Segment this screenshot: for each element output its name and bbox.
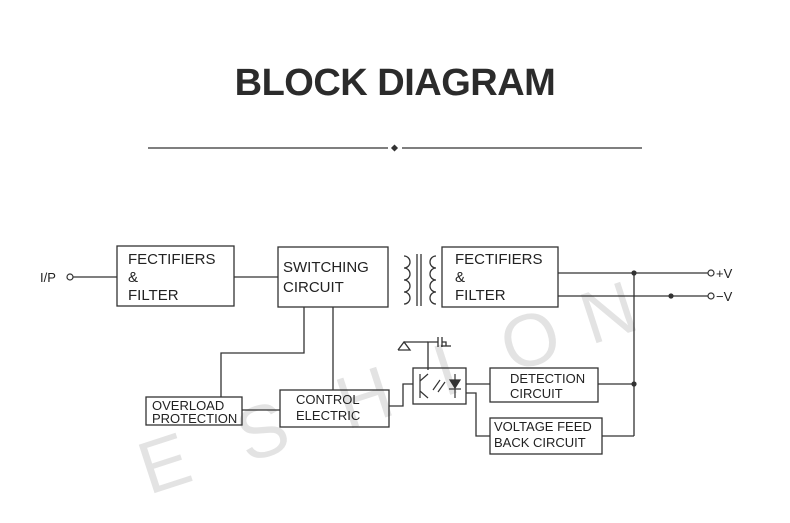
rectifier-out-label-3: FILTER: [455, 287, 506, 304]
rectifier-in-label-1: FECTIFIERS: [128, 251, 216, 268]
watermark-letter: S: [226, 384, 299, 478]
switching-label-1: SWITCHING: [283, 259, 369, 276]
rectifier-out-box: [441, 246, 559, 308]
input-terminal: [66, 273, 74, 281]
watermark-letter: N: [570, 265, 646, 360]
terminals: [66, 269, 715, 300]
feedback-box: [489, 417, 603, 455]
block-labels: FECTIFIERS & FILTER SWITCHING CIRCUIT FE…: [128, 251, 592, 450]
pos-terminal: [707, 269, 715, 277]
detection-label-1: DETECTION: [510, 371, 585, 386]
neg-output-label: −V: [716, 289, 733, 304]
terminal-labels: I/P +V −V: [40, 266, 733, 304]
detection-box: [489, 367, 599, 403]
input-label: I/P: [40, 270, 56, 285]
watermark-letter: I: [423, 327, 468, 412]
junction-dots: [631, 270, 674, 387]
switching-box: [277, 246, 389, 308]
neg-terminal: [707, 292, 715, 300]
detection-label-2: CIRCUIT: [510, 386, 563, 401]
control-label-1: CONTROL: [296, 392, 360, 407]
rectifier-in-box: [116, 245, 235, 307]
optocoupler-box: [412, 367, 467, 405]
watermark-letter: E: [128, 416, 201, 510]
rectifier-in-label-2: &: [128, 269, 138, 286]
optocoupler-icon: [419, 373, 462, 399]
switching-label-2: CIRCUIT: [283, 279, 344, 296]
page-title: BLOCK DIAGRAM: [234, 62, 556, 104]
rectifier-out-label-1: FECTIFIERS: [455, 251, 543, 268]
feedback-label-1: VOLTAGE FEED: [494, 419, 592, 434]
rectifier-out-label-2: &: [455, 269, 465, 286]
overload-box: [145, 396, 243, 426]
divider-diamond: [390, 144, 399, 152]
pos-output-label: +V: [716, 266, 733, 281]
control-label-2: ELECTRIC: [296, 408, 360, 423]
boxes: [116, 245, 603, 455]
transformer-icon: [403, 254, 437, 306]
overload-label-2: PROTECTION: [152, 411, 237, 426]
rectifier-in-label-3: FILTER: [128, 287, 179, 304]
control-box: [279, 389, 390, 428]
overload-label-1: OVERLOAD: [152, 398, 224, 413]
watermark: E S H I O N: [128, 265, 646, 510]
feedback-label-2: BACK CIRCUIT: [494, 435, 586, 450]
